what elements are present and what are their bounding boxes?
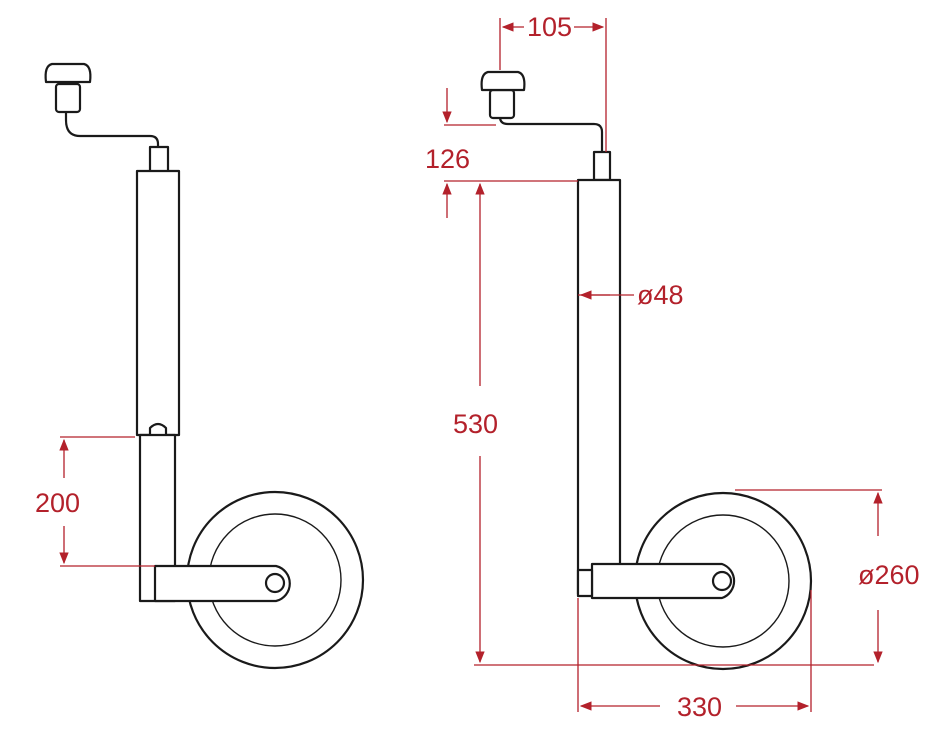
right-fork-mount — [576, 568, 594, 598]
dim-330: 330 — [577, 590, 812, 722]
left-crank-arm — [64, 110, 160, 150]
dim-126: 126 — [425, 88, 578, 218]
dim-200: 200 — [35, 436, 155, 567]
right-wheel-fork — [590, 562, 736, 600]
left-view-jockey-wheel — [44, 62, 365, 670]
right-handle-grip — [488, 88, 516, 120]
right-tube — [576, 178, 622, 596]
dim-330-label: 330 — [677, 692, 722, 722]
dim-105: 105 — [499, 12, 607, 152]
left-crank-shaft — [148, 145, 170, 174]
dim-48: ø48 — [578, 280, 684, 310]
left-handle-knob — [44, 62, 92, 84]
dim-126-label: 126 — [425, 144, 470, 174]
dim-260-label: ø260 — [858, 560, 920, 590]
right-handle-knob — [480, 70, 526, 92]
dim-530-label: 530 — [453, 409, 498, 439]
left-outer-tube — [135, 169, 181, 437]
dim-530: 530 — [453, 182, 874, 666]
dim-105-label: 105 — [527, 12, 572, 42]
left-tube-notch — [148, 422, 168, 435]
right-view-jockey-wheel — [480, 70, 813, 671]
right-axle-hole — [711, 570, 733, 592]
dim-200-label: 200 — [35, 488, 80, 518]
left-wheel-fork — [153, 564, 291, 603]
dim-48-label: ø48 — [637, 280, 684, 310]
right-crank-arm — [498, 112, 604, 152]
left-axle-hole — [264, 572, 286, 594]
dim-260: ø260 — [735, 489, 920, 664]
left-handle-grip — [54, 82, 82, 114]
right-crank-shaft — [592, 150, 612, 182]
